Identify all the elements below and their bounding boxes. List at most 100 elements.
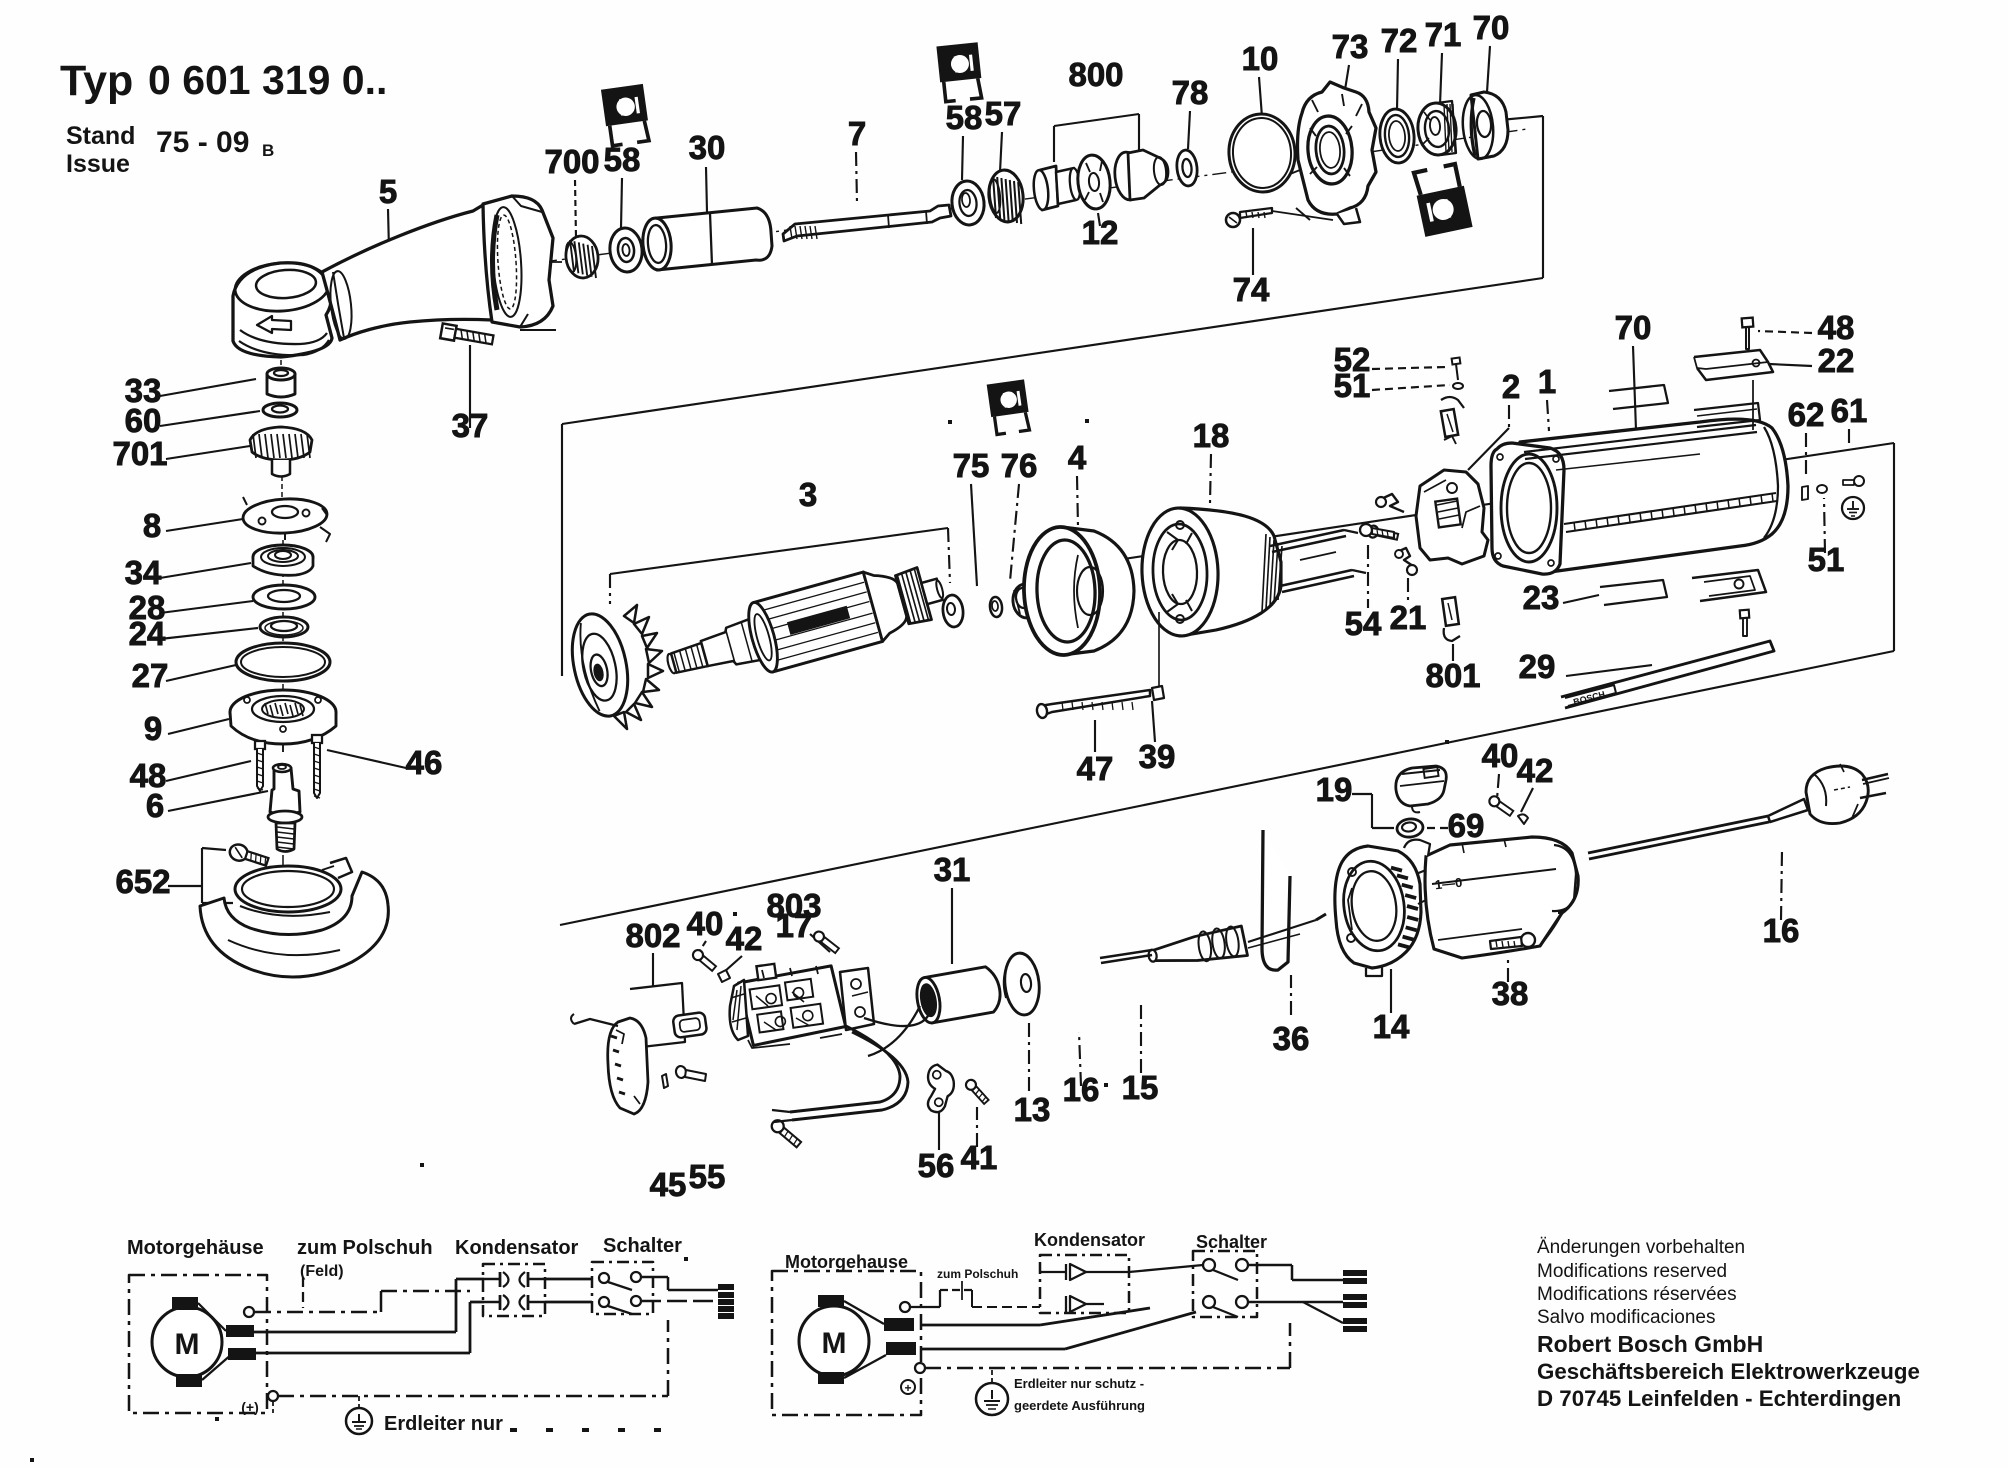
svg-text:Änderungen vorbehalten: Änderungen vorbehalten [1537,1237,1745,1258]
svg-text:Motorgehäuse: Motorgehäuse [127,1237,264,1259]
svg-text:28: 28 [129,589,166,626]
svg-text:4: 4 [1068,439,1087,476]
svg-text:71: 71 [1425,16,1462,53]
svg-text:zum Polschuh: zum Polschuh [937,1267,1018,1281]
svg-text:10: 10 [1242,40,1279,77]
svg-text:3: 3 [799,476,817,513]
svg-text:76: 76 [1001,447,1038,484]
svg-text:Typ: Typ [60,57,133,105]
svg-text:24: 24 [129,615,166,652]
svg-text:13: 13 [1014,1091,1051,1128]
svg-text:803: 803 [766,887,821,924]
svg-text:51: 51 [1334,367,1371,404]
svg-text:48: 48 [1818,309,1855,346]
svg-text:Salvo modificaciones: Salvo modificaciones [1537,1307,1715,1328]
svg-text:B: B [262,141,274,160]
svg-text:47: 47 [1077,750,1114,787]
svg-text:16: 16 [1763,912,1800,949]
svg-text:M: M [822,1327,847,1360]
svg-text:40: 40 [1482,737,1519,774]
svg-text:Erdleiter nur schutz -: Erdleiter nur schutz - [1014,1376,1144,1391]
svg-text:52: 52 [1334,341,1371,378]
svg-text:27: 27 [132,657,169,694]
svg-text:1—0: 1—0 [1434,875,1463,893]
svg-text:39: 39 [1139,738,1176,775]
svg-text:58: 58 [946,99,983,136]
svg-text:29: 29 [1519,648,1556,685]
svg-text:45: 45 [650,1166,687,1203]
svg-text:14: 14 [1373,1008,1410,1045]
svg-text:800: 800 [1068,56,1123,93]
svg-text:61: 61 [1831,392,1868,429]
svg-text:34: 34 [125,554,162,591]
svg-text:41: 41 [961,1139,998,1176]
svg-text:72: 72 [1381,22,1418,59]
svg-text:15: 15 [1122,1069,1159,1106]
svg-text:M: M [175,1328,200,1361]
svg-text:Geschäftsbereich Elektrowerkze: Geschäftsbereich Elektrowerkzeuge [1537,1359,1920,1384]
svg-text:801: 801 [1425,657,1480,694]
svg-text:54: 54 [1345,605,1382,642]
svg-text:802: 802 [625,917,680,954]
svg-text:Kondensator: Kondensator [1034,1230,1145,1250]
svg-text:70: 70 [1615,309,1652,346]
svg-text:Erdleiter nur: Erdleiter nur [384,1413,503,1435]
svg-text:701: 701 [112,435,167,472]
svg-text:21: 21 [1390,599,1427,636]
svg-text:73: 73 [1332,28,1369,65]
svg-text:19: 19 [1316,771,1353,808]
svg-text:70: 70 [1473,9,1510,46]
svg-text:Modifications réservées: Modifications réservées [1537,1284,1737,1305]
svg-text:+: + [904,1381,911,1395]
svg-text:(+): (+) [241,1399,259,1415]
svg-text:51: 51 [1808,541,1845,578]
svg-text:0 601 319 0..: 0 601 319 0.. [148,57,387,103]
svg-text:33: 33 [125,372,162,409]
svg-text:D 70745 Leinfelden - Echterdin: D 70745 Leinfelden - Echterdingen [1537,1386,1901,1411]
svg-text:652: 652 [115,863,170,900]
svg-text:Kondensator: Kondensator [455,1237,579,1259]
svg-text:5: 5 [379,173,397,210]
svg-text:Robert Bosch GmbH: Robert Bosch GmbH [1537,1331,1763,1357]
svg-text:700: 700 [544,143,599,180]
svg-text:(Feld): (Feld) [300,1263,344,1280]
svg-text:6: 6 [146,787,164,824]
svg-text:56: 56 [918,1147,955,1184]
svg-text:42: 42 [1517,752,1554,789]
svg-text:31: 31 [934,851,971,888]
svg-text:geerdete Ausführung: geerdete Ausführung [1014,1398,1145,1413]
svg-text:1: 1 [1538,363,1556,400]
svg-text:Schalter: Schalter [1196,1232,1267,1252]
svg-text:17: 17 [776,907,813,944]
svg-text:69: 69 [1448,807,1485,844]
svg-text:Issue: Issue [66,150,130,178]
svg-text:9: 9 [144,710,162,747]
svg-text:48: 48 [130,757,167,794]
svg-text:Stand: Stand [66,122,135,150]
svg-text:42: 42 [726,920,763,957]
svg-text:75 - 09: 75 - 09 [156,126,249,159]
svg-text:78: 78 [1172,74,1209,111]
svg-text:40: 40 [687,905,724,942]
svg-text:Modifications reserved: Modifications reserved [1537,1261,1727,1282]
svg-text:30: 30 [689,129,726,166]
svg-text:7: 7 [848,115,866,152]
svg-text:74: 74 [1233,271,1270,308]
svg-text:60: 60 [125,402,162,439]
svg-text:57: 57 [985,95,1022,132]
svg-text:58: 58 [604,141,641,178]
svg-text:23: 23 [1523,579,1560,616]
svg-text:8: 8 [143,507,161,544]
svg-text:38: 38 [1492,975,1529,1012]
svg-text:Motorgehause: Motorgehause [785,1252,908,1272]
svg-text:36: 36 [1273,1020,1310,1057]
svg-text:22: 22 [1818,342,1855,379]
svg-text:18: 18 [1193,417,1230,454]
svg-text:55: 55 [689,1158,726,1195]
svg-text:46: 46 [406,744,443,781]
svg-text:75: 75 [953,447,990,484]
svg-text:zum Polschuh: zum Polschuh [297,1237,433,1259]
svg-text:2: 2 [1502,368,1520,405]
svg-text:Schalter: Schalter [603,1235,682,1257]
svg-text:62: 62 [1788,396,1825,433]
